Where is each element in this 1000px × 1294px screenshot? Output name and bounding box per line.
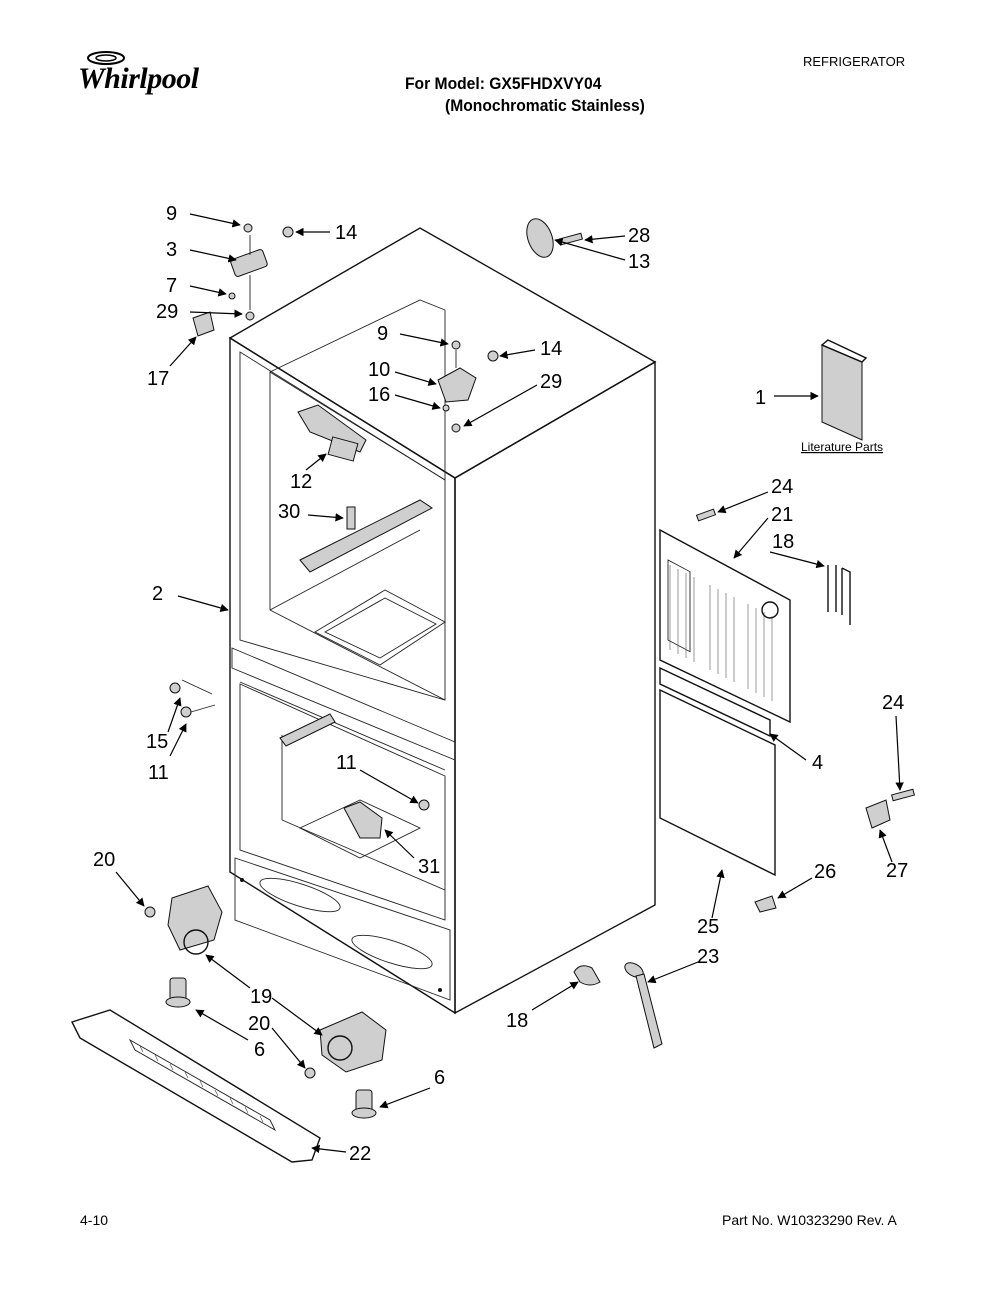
- callout: 19: [250, 986, 272, 1008]
- callout: 21: [771, 504, 793, 526]
- trim-4: [659, 666, 771, 738]
- callout: 9: [377, 323, 388, 345]
- freezer-bracket: [279, 713, 336, 747]
- callout: 25: [697, 916, 719, 938]
- wrench-23: [624, 962, 663, 1049]
- screws-15-11: [169, 679, 216, 718]
- callout: 30: [278, 501, 300, 523]
- callout: 3: [166, 239, 177, 261]
- part-24-screw: [695, 508, 717, 522]
- brand-wordmark: Whirlpool: [78, 62, 199, 95]
- clip-18-lower: [573, 965, 601, 986]
- callout: 11: [148, 762, 169, 784]
- screw-11: [418, 799, 430, 811]
- clip-18-upper: [827, 565, 851, 625]
- callout: 14: [540, 338, 562, 360]
- callout: 17: [147, 368, 169, 390]
- swirl-icon: [87, 51, 125, 65]
- callout: 26: [814, 861, 836, 883]
- callout: 12: [290, 471, 312, 493]
- callout: 6: [254, 1039, 265, 1061]
- callout: 15: [146, 731, 168, 753]
- footer-date: 4-10: [80, 1212, 109, 1228]
- callout: 22: [349, 1143, 371, 1165]
- model-subtitle: (Monochromatic Stainless): [445, 96, 645, 115]
- callout: 2: [152, 583, 163, 605]
- callout: 10: [368, 359, 390, 381]
- lower-hinge-right: [304, 1011, 387, 1119]
- callout: 14: [335, 222, 357, 244]
- callout: 20: [93, 849, 115, 871]
- callout: 16: [368, 384, 390, 406]
- control-housing-12: [297, 404, 367, 462]
- callout: 18: [506, 1010, 528, 1032]
- callout: 28: [628, 225, 650, 247]
- callout: 24: [882, 692, 904, 714]
- callout: 29: [156, 301, 178, 323]
- model-title: For Model: GX5FHDXVY04: [405, 74, 602, 93]
- rear-access-panel-21: [659, 528, 791, 724]
- callout: 20: [248, 1013, 270, 1035]
- callout: 4: [812, 752, 823, 774]
- callout: 13: [628, 251, 650, 273]
- footer-part-number: Part No. W10323290 Rev. A: [722, 1212, 897, 1228]
- category-label: REFRIGERATOR: [803, 54, 906, 69]
- callout-numbers: 9 14 3 28 13 7 29 17 9 14 10 29 16 1 12 …: [93, 203, 908, 1165]
- part-30: [346, 506, 356, 530]
- callout: 24: [771, 476, 793, 498]
- part-31: [343, 801, 383, 839]
- lower-panel-25: [659, 688, 776, 877]
- upper-hinge-left: [228, 223, 294, 321]
- callout: 1: [755, 387, 766, 409]
- cabinet-side: [454, 360, 656, 1015]
- callout: 27: [886, 860, 908, 882]
- cabinet-top: [228, 227, 657, 479]
- callout: 9: [166, 203, 177, 225]
- part-17: [192, 311, 215, 337]
- callout: 23: [697, 946, 719, 968]
- clip-26: [754, 895, 777, 913]
- cabinet-front-frame: [229, 336, 456, 1015]
- bracket-27: [865, 788, 916, 829]
- callout: 29: [540, 371, 562, 393]
- callout: 18: [772, 531, 794, 553]
- callout: 6: [434, 1067, 445, 1089]
- callout: 7: [166, 275, 177, 297]
- upper-hinge-center: [437, 340, 499, 433]
- cabinet-assembly: [228, 227, 657, 1015]
- callout: 31: [418, 856, 440, 878]
- whirlpool-logo: Whirlpool: [78, 50, 233, 106]
- toe-grille-22: [71, 1009, 321, 1163]
- lower-hinge-left: [144, 885, 223, 1008]
- literature-parts-label: Literature Parts: [801, 440, 883, 454]
- inner-bracket: [299, 499, 433, 573]
- rear-bracket-13: [526, 218, 584, 258]
- callout: 11: [336, 752, 357, 774]
- leader-lines: [115, 213, 904, 1154]
